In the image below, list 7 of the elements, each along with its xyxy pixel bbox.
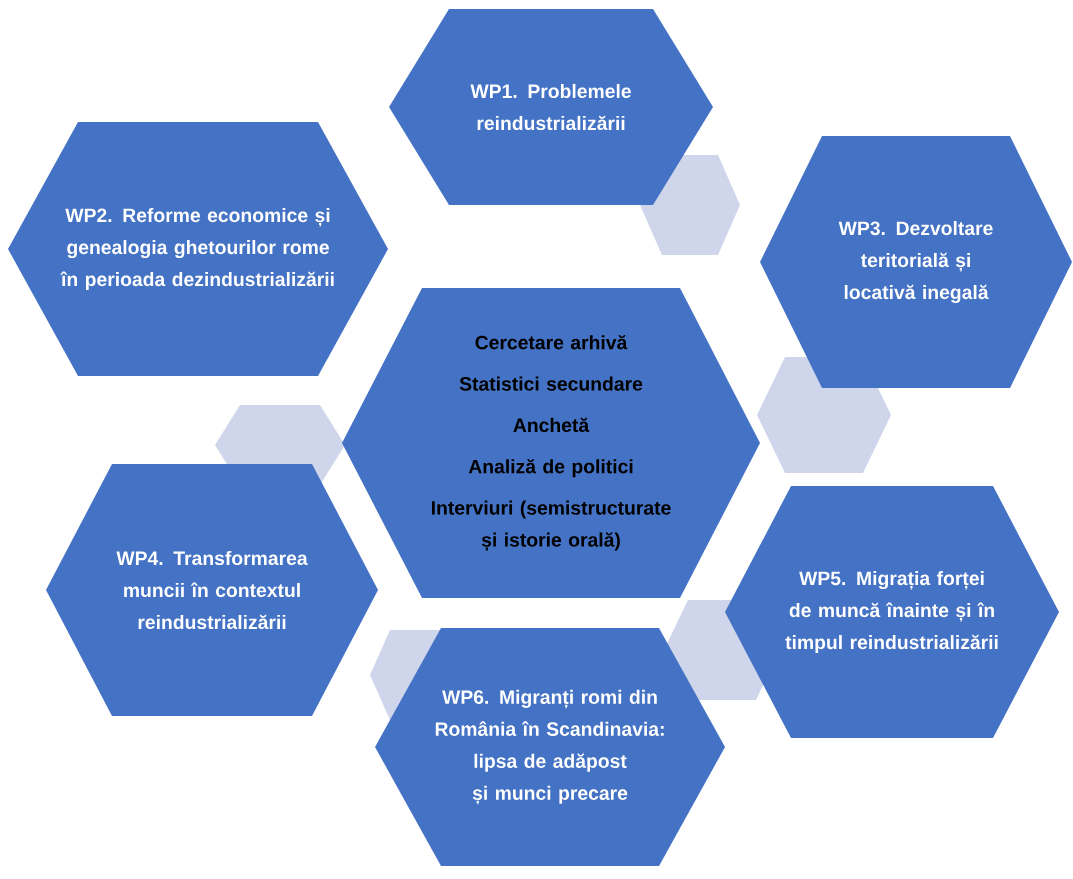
hexagon: WP6. Migranți romi din România în Scandinavia: lipsa de adăpost și munci precare [375, 628, 725, 866]
hexagon: WP1. Problemele reindustrializării [389, 9, 713, 205]
hexagon: WP3. Dezvoltare teritorială și locativă inegală [760, 136, 1072, 388]
hexagon: WP4. Transformarea muncii în contextul reindustrializării [46, 464, 378, 716]
hexagon: WP2. Reforme economice și genealogia ghetourilor rome în perioada dezindustrializării [8, 122, 388, 376]
hexagon: WP5. Migrația forței de muncă înainte și în timpul reindustrializării [725, 486, 1059, 738]
hexagon: Cercetare arhivă Statistici secundare Anchetă Analiză de politici Interviuri (semistructurate și istorie orală) [342, 288, 760, 598]
